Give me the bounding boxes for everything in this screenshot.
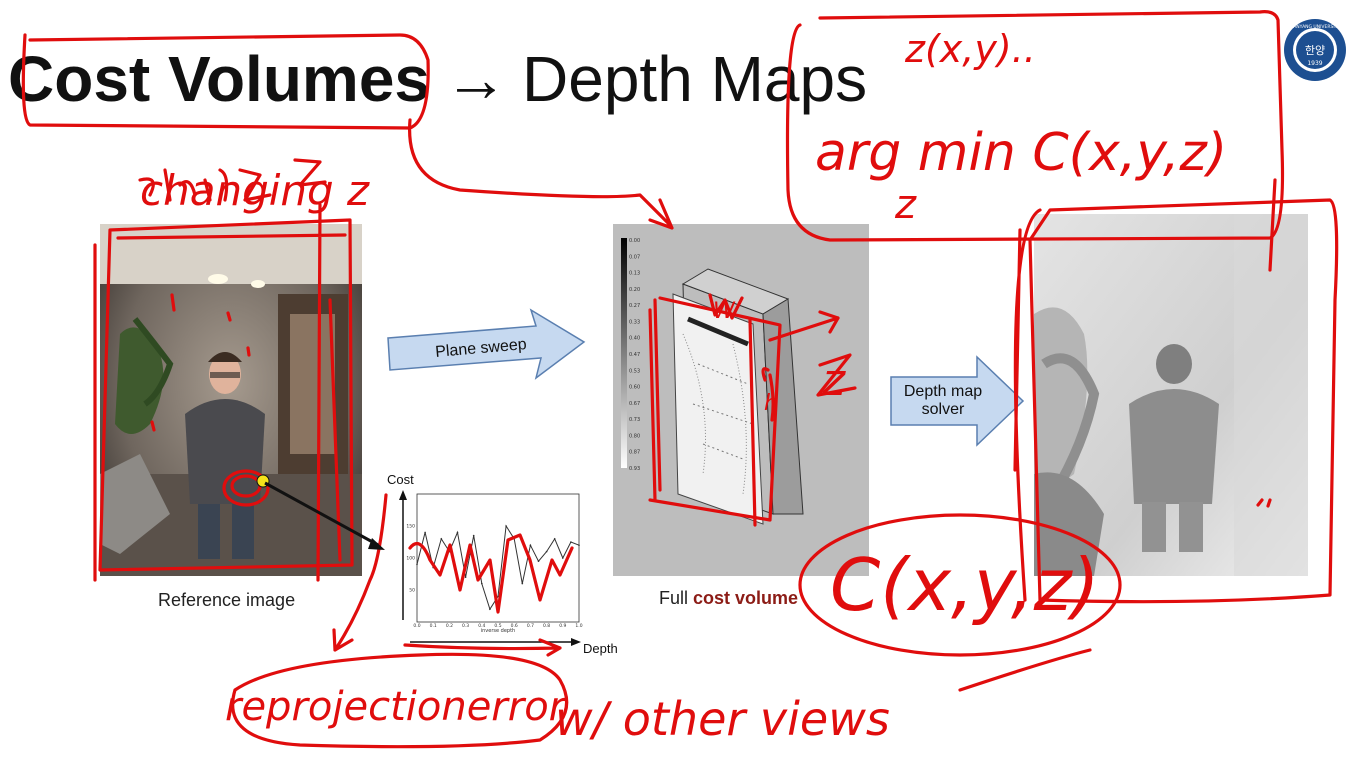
scale-tick-label: 0.33 (629, 319, 640, 325)
plot-x-tick-label: 0.4 (478, 623, 485, 629)
plot-x-tick-label: 0.8 (543, 623, 550, 629)
cost-volume-caption-highlight: cost volume (693, 588, 799, 608)
ink-reprojection: reprojectionerror (225, 684, 568, 730)
scale-tick-label: 0.87 (629, 450, 640, 456)
university-logo: 한양 1939 HANYANG UNIVERSITY (1284, 19, 1346, 81)
depth-solver-line2: solver (921, 401, 965, 418)
plot-x-tick-label: 0.2 (446, 623, 453, 629)
cost-data-point (537, 560, 540, 562)
ink-reprojection-box (231, 652, 569, 749)
scale-tick-label: 0.53 (629, 368, 640, 374)
cost-data-point (440, 538, 443, 540)
depth-map-image (1034, 214, 1308, 576)
title-rest: Depth Maps (522, 43, 868, 115)
reference-image (100, 224, 362, 576)
slide-title: Cost Volumes→Depth Maps (8, 40, 867, 118)
ink-z-xy: z(x,y).. (904, 27, 1036, 71)
scale-tick-label: 0.80 (629, 433, 640, 439)
plot-x-tick-label: 0.3 (462, 623, 469, 629)
plot-frame (416, 493, 580, 623)
plot-y-label: Cost (387, 472, 414, 487)
scale-tick-label: 0.47 (629, 352, 640, 358)
cost-data-point (529, 544, 532, 546)
plot-x-tick-label: 0.5 (494, 623, 501, 629)
plot-y-tick-label: 50 (409, 588, 415, 594)
cost-data-point (497, 595, 499, 598)
scale-tick-label: 0.13 (629, 271, 640, 277)
ink-other-views: w/ other views (555, 692, 890, 746)
depth-solver-arrow: Depth map solver (889, 355, 1025, 447)
depth-solver-label: Depth map solver (893, 383, 993, 419)
cost-data-point (456, 531, 459, 534)
scale-tick-label: 0.73 (629, 417, 640, 423)
cost-data-point (505, 525, 507, 527)
logo-ring-text: HANYANG UNIVERSITY (1290, 24, 1341, 30)
scale-tick-label: 0.40 (629, 336, 640, 342)
title-arrow: → (444, 43, 508, 115)
reference-caption: Reference image (158, 590, 296, 610)
cost-data-point (521, 582, 524, 585)
cost-data-point (472, 534, 475, 537)
plot-x-tick-label: 0.9 (559, 623, 566, 629)
plot-x-tick-label: 1.0 (575, 623, 582, 629)
plot-y-tick-label: 100 (406, 556, 415, 562)
title-bold: Cost Volumes (8, 43, 430, 115)
plot-y-tick-label: 150 (406, 524, 415, 530)
ink-argmin: arg min C(x,y,z) (815, 123, 1227, 183)
cost-data-point (464, 576, 467, 578)
scale-tick-label: 0.27 (629, 303, 640, 309)
cost-data-point (513, 538, 515, 540)
scale-tick-label: 0.60 (629, 385, 640, 391)
cost-data-point (570, 541, 572, 543)
scale-tick-label: 0.93 (629, 466, 640, 472)
scale-tick-label: 0.00 (629, 238, 640, 244)
cost-volume-caption-prefix: Full (659, 588, 694, 608)
cost-data-point (481, 582, 483, 585)
cost-data-point (489, 608, 491, 610)
ink-changing-z: changing z (140, 166, 370, 215)
scale-tick-label: 0.07 (629, 254, 640, 260)
plot-x-tick-label: 0.6 (511, 623, 518, 629)
cost-data-point (432, 566, 434, 569)
cost-volume-image: 0.00 0.07 0.13 0.20 0.27 0.33 0.40 0.47 0.53 0.60… (613, 224, 869, 576)
plot-inner-x-label: inverse depth (481, 628, 515, 634)
logo-center-text: 한양 (1305, 44, 1325, 57)
scale-tick-label: 0.20 (629, 287, 640, 293)
cost-data-point (578, 544, 580, 546)
depth-solver-line1: Depth map (903, 383, 983, 400)
cost-data-point (545, 550, 548, 553)
plot-x-tick-label: 0.7 (527, 623, 534, 629)
plane-sweep-arrow: Plane sweep (386, 308, 586, 386)
cost-data-point (553, 538, 556, 540)
cost-plot: Cost 0.0 0.1 0.2 0.3 0.4 0.5 0.6 0.7 0.8 0.9 1.0 50… (385, 470, 640, 660)
plot-x-tick-label: 0.1 (430, 623, 437, 629)
ink-argmin-sub: z (894, 182, 917, 228)
plot-x-label: Depth (583, 641, 618, 656)
cost-volume-caption: Full cost volume (659, 588, 798, 609)
logo-year: 1939 (1307, 60, 1322, 67)
cost-data-point (562, 557, 564, 559)
cost-data-point (448, 550, 451, 553)
cost-data-point (424, 531, 426, 534)
plot-x-tick-label: 0.0 (413, 623, 420, 629)
scale-tick-label: 0.67 (629, 401, 640, 407)
cost-data-point (416, 563, 418, 566)
